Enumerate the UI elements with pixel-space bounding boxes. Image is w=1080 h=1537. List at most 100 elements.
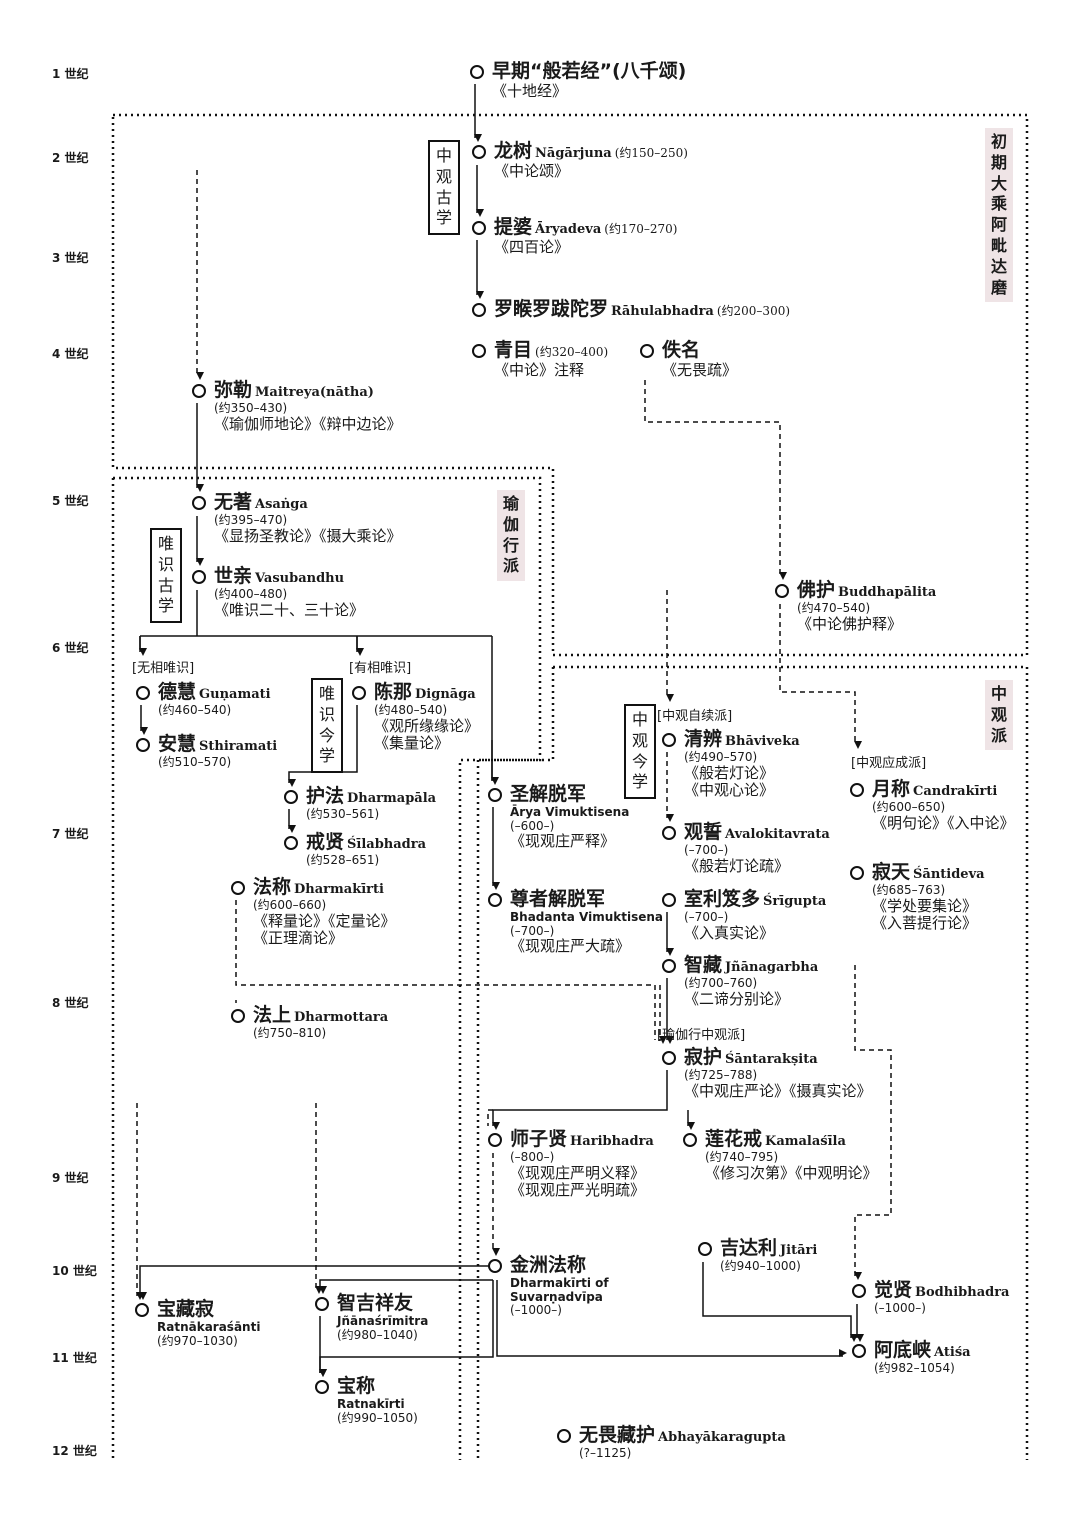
circle-icon — [472, 303, 486, 317]
name-chinese: 世亲 — [214, 565, 253, 587]
connector-line — [496, 1280, 847, 1357]
school-label-early-mahayana: 初期大乘阿毗达磨 — [985, 128, 1013, 303]
node-detail: (–800–) — [510, 1149, 555, 1164]
circle-icon — [683, 1133, 697, 1147]
node-detail: Ārya Vimuktisena — [510, 804, 630, 819]
node-detail: Jñānaśrīmitra — [337, 1313, 429, 1328]
node-detail: (–1000–) — [874, 1300, 926, 1315]
person-node-qingmu: 青目(约320–400)《中论》注释 — [472, 339, 608, 379]
circle-icon — [662, 1051, 676, 1065]
name-chinese: 法上 — [253, 1004, 292, 1026]
century-label: 9 世纪 — [52, 1171, 89, 1185]
name-sanskrit: Sthiramati — [199, 739, 278, 754]
circle-icon — [136, 686, 150, 700]
circle-icon — [850, 866, 864, 880]
node-detail: 《唯识二十、三十论》 — [214, 600, 365, 619]
node-detail: 《入菩提行论》 — [872, 913, 978, 932]
name-sanskrit: Dignāga — [415, 687, 476, 702]
person-node-prajna: 早期“般若经”(八千颂)《十地经》 — [470, 60, 686, 100]
node-detail: 《四百论》 — [494, 237, 570, 256]
circle-icon — [315, 1297, 329, 1311]
node-detail: (约725–788) — [684, 1067, 758, 1082]
name-sanskrit: Candrakīrti — [913, 784, 998, 799]
connector-line — [492, 1070, 668, 1130]
circle-icon — [698, 1242, 712, 1256]
node-detail: 《现观庄严光明疏》 — [510, 1180, 646, 1199]
node-detail: (约480–540) — [374, 702, 448, 717]
name-sanskrit: Avalokitavrata — [725, 827, 830, 842]
node-detail: (约940–1000) — [720, 1258, 801, 1273]
node-detail: (约395–470) — [214, 512, 288, 527]
century-label: 7 世纪 — [52, 827, 89, 841]
node-detail: (约990–1050) — [337, 1410, 418, 1425]
dates: (约170–270) — [604, 222, 678, 236]
node-detail: 《中观庄严论》《摄真实论》 — [684, 1081, 872, 1100]
name-chinese: 无著 — [214, 491, 253, 513]
node-detail: Ratnākaraśānti — [157, 1319, 261, 1334]
circle-icon — [231, 1009, 245, 1023]
circle-icon — [662, 733, 676, 747]
name-chinese: 室利笈多 — [684, 888, 761, 910]
school-label-vijnapti-old: 唯识古学 — [150, 528, 182, 624]
name-chinese: 陈那 — [374, 681, 413, 703]
node-detail: 《现观庄严明义释》 — [510, 1163, 646, 1182]
name-chinese: 师子贤 — [510, 1128, 568, 1150]
circle-icon — [662, 893, 676, 907]
box-madhyamaka — [476, 665, 1029, 1460]
node-detail: Bhadanta Vimuktisena — [510, 909, 664, 924]
circle-icon — [488, 788, 502, 802]
circle-icon — [192, 570, 206, 584]
name-sanskrit: Atiśa — [934, 1345, 971, 1360]
node-detail: (约470–540) — [797, 600, 871, 615]
box-early-mahayana — [111, 113, 1029, 657]
node-detail: 《修习次第》《中观明论》 — [705, 1163, 878, 1182]
node-detail: (约980–1040) — [337, 1327, 418, 1342]
node-detail: (约600–660) — [253, 897, 327, 912]
circle-icon — [231, 881, 245, 895]
name-sanskrit: Dharmakīrti — [294, 882, 384, 897]
node-detail: (约460–540) — [158, 702, 232, 717]
circle-icon — [472, 344, 486, 358]
node-detail: 《中论颂》 — [494, 161, 570, 180]
connector-line — [487, 1109, 493, 1126]
node-detail: 《正理滴论》 — [253, 928, 344, 947]
century-label: 10 世纪 — [52, 1264, 97, 1278]
name-sanskrit: Maitreya(nātha) — [255, 385, 374, 400]
node-detail: 《明句论》《入中论》 — [872, 813, 1015, 832]
name-sanskrit: Śāntarakṣita — [725, 1052, 818, 1067]
circle-icon — [192, 384, 206, 398]
name-chinese: 观誓 — [684, 821, 723, 843]
node-detail: 《现观庄严大疏》 — [510, 937, 631, 956]
node-detail: 《般若灯论》 — [684, 763, 775, 782]
name-chinese: 佚名 — [662, 339, 701, 361]
circle-icon — [192, 496, 206, 510]
connector-line — [854, 965, 892, 1280]
century-label: 12 世纪 — [52, 1444, 97, 1458]
name-chinese: 护法 — [306, 785, 345, 807]
node-detail: (–600–) — [510, 818, 555, 833]
node-detail: (约600–650) — [872, 799, 946, 814]
bracket-prasangika: [中观应成派] — [851, 756, 927, 771]
name-sanskrit: Śrīgupta — [763, 894, 827, 909]
name-chinese: 寂护 — [684, 1046, 723, 1068]
node-detail: (–700–) — [684, 909, 729, 924]
circle-icon — [850, 783, 864, 797]
node-detail: 《十地经》 — [492, 81, 568, 100]
node-detail: (约970–1030) — [157, 1333, 238, 1348]
name-chinese: 莲花戒 — [705, 1128, 763, 1150]
